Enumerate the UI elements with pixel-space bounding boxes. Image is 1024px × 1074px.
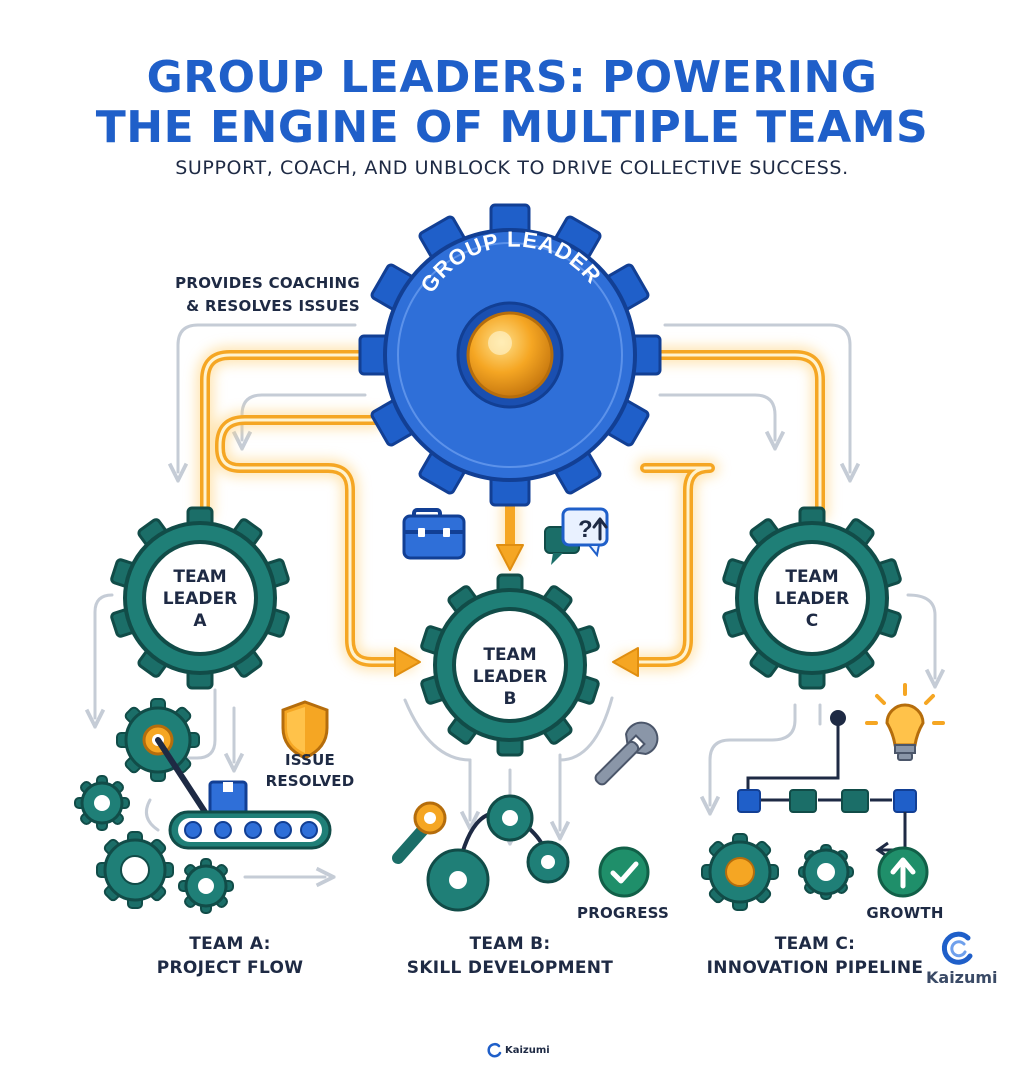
label-line: SKILL DEVELOPMENT <box>406 958 614 978</box>
team-c-pipeline <box>701 710 917 911</box>
title-line-1: GROUP LEADERS: POWERING <box>146 52 878 103</box>
callout-line-1: PROVIDES COACHING <box>175 274 360 292</box>
label-line: LEADER <box>472 667 548 687</box>
progress-label: PROGRESS <box>577 904 669 922</box>
label-line: TEAM <box>785 567 839 587</box>
hub-core <box>466 311 554 399</box>
label-line: TEAM C: <box>774 934 856 954</box>
footer-logo-icon <box>487 1042 502 1058</box>
check-icon <box>598 846 650 898</box>
group-leader-gear <box>358 203 662 507</box>
footer-brand: Kaizumi <box>505 1044 550 1056</box>
team-leader-b-label: TEAM LEADER B <box>460 644 560 710</box>
up-arrow-icon <box>877 846 929 898</box>
coaching-pipes <box>196 346 829 677</box>
svg-text:?: ? <box>578 516 593 543</box>
label-line: ISSUE <box>285 751 335 769</box>
label-line: TEAM <box>173 567 227 587</box>
team-c-label: TEAM C: INNOVATION PIPELINE <box>690 932 940 980</box>
label-line: B <box>503 689 517 709</box>
team-leader-a-label: TEAM LEADER A <box>150 566 250 632</box>
callout-line-2: & RESOLVES ISSUES <box>186 297 360 315</box>
team-b-label: TEAM B: SKILL DEVELOPMENT <box>385 932 635 980</box>
coaching-callout: PROVIDES COACHING & RESOLVES ISSUES <box>120 272 360 318</box>
subtitle: SUPPORT, COACH, AND UNBLOCK TO DRIVE COL… <box>175 157 849 179</box>
shield-icon <box>281 700 329 760</box>
issue-resolved-label: ISSUE RESOLVED <box>255 750 365 792</box>
label-line: TEAM <box>483 645 537 665</box>
briefcase-icon <box>402 508 466 560</box>
team-a-label: TEAM A: PROJECT FLOW <box>100 932 360 980</box>
grey-flow-arrows <box>95 323 935 877</box>
team-leader-gear-c <box>722 506 902 690</box>
question-chat-icon: ? <box>544 507 609 565</box>
growth-label: GROWTH <box>866 904 944 922</box>
label-line: TEAM B: <box>469 934 551 954</box>
label-line: LEADER <box>774 589 850 609</box>
label-line: RESOLVED <box>265 772 355 790</box>
title-line-2: THE ENGINE OF MULTIPLE TEAMS <box>95 102 929 153</box>
brand-name: Kaizumi <box>926 968 998 987</box>
team-leader-gear-a <box>110 506 290 690</box>
label-line: C <box>805 611 819 631</box>
label-line: TEAM A: <box>189 934 271 954</box>
team-leader-c-label: TEAM LEADER C <box>762 566 862 632</box>
wrench-icon <box>594 721 659 786</box>
label-line: INNOVATION PIPELINE <box>706 958 924 978</box>
team-a-machinery <box>74 698 332 914</box>
team-b-machinery <box>392 794 570 912</box>
team-leader-gear-b <box>420 573 600 757</box>
label-line: A <box>193 611 207 631</box>
label-line: PROJECT FLOW <box>156 958 304 978</box>
label-line: LEADER <box>162 589 238 609</box>
lightbulb-icon <box>865 683 945 761</box>
kaizumi-logo-icon <box>941 931 973 965</box>
